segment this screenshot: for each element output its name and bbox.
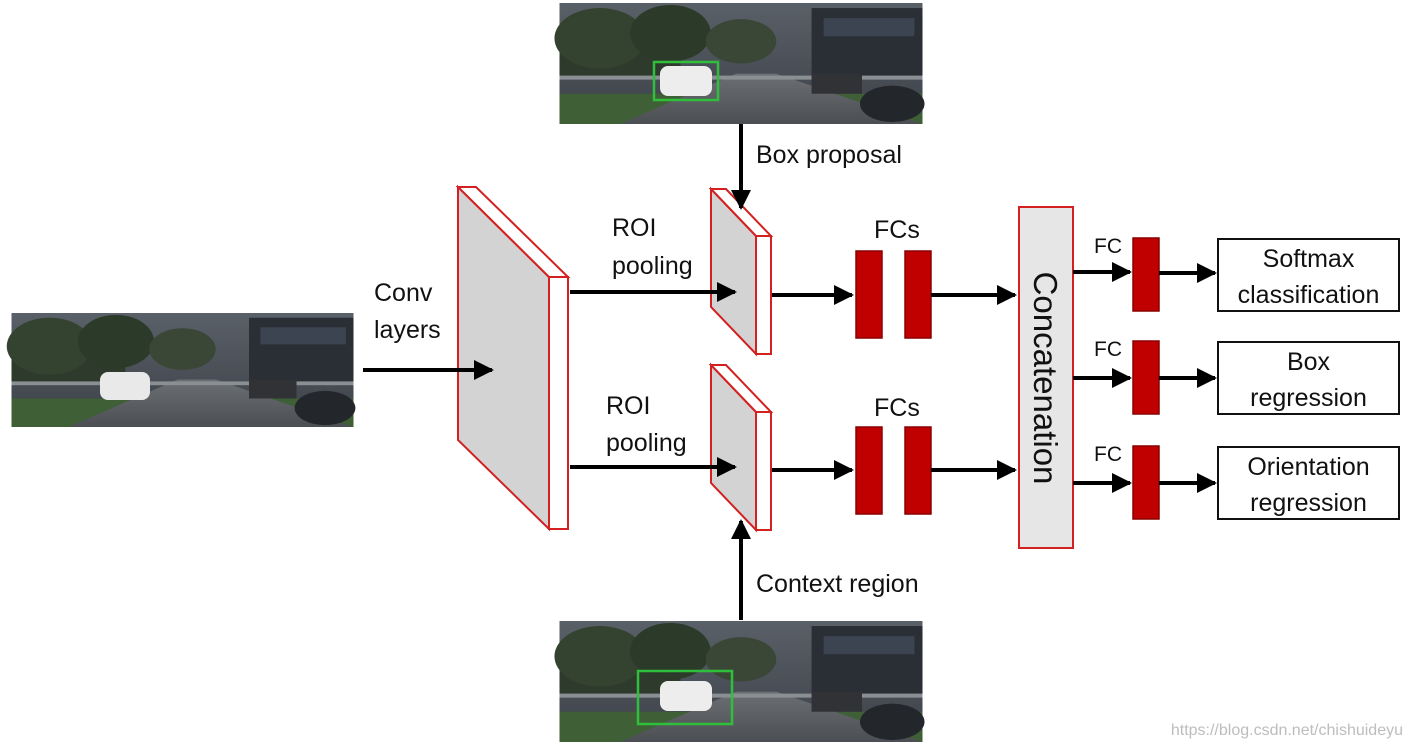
output-line2: classification	[1237, 281, 1380, 309]
roi-pooling-label-top-line2: pooling	[612, 252, 693, 280]
output-softmax-classification: Softmax classification	[1217, 238, 1400, 312]
box-proposal-image	[554, 3, 925, 124]
context-region-label: Context region	[756, 570, 919, 598]
fc-label-2: FC	[1094, 338, 1122, 361]
output-box-regression: Box regression	[1217, 341, 1400, 415]
watermark: https://blog.csdn.net/chishuideyu	[1170, 722, 1403, 739]
conv-layers-block	[455, 184, 571, 532]
car-shape	[660, 66, 712, 96]
car-shape	[660, 681, 712, 711]
fc-block	[904, 250, 932, 339]
conv-layers-label-line1: Conv	[374, 279, 433, 307]
box-proposal-label: Box proposal	[756, 141, 902, 169]
arrows	[363, 124, 1217, 620]
output-line1: Orientation	[1247, 453, 1370, 481]
fc-block	[1132, 237, 1160, 312]
fc-block	[855, 250, 883, 339]
context-box	[636, 669, 734, 726]
car-shape	[100, 372, 150, 400]
context-region-image	[554, 621, 925, 742]
roi-pooling-label-top-line1: ROI	[612, 214, 657, 242]
fcs-top	[855, 250, 932, 339]
output-orientation-regression: Orientation regression	[1217, 446, 1400, 520]
output-line1: Box	[1286, 348, 1331, 376]
fc-label-3: FC	[1094, 443, 1122, 466]
output-line2: regression	[1250, 384, 1367, 412]
roi-pooling-block-bottom	[708, 362, 774, 533]
fcs-bottom	[855, 426, 932, 515]
input-image	[6, 313, 356, 427]
fc-block	[1132, 445, 1160, 520]
fcs-label-bottom: FCs	[874, 394, 920, 422]
fc-label-1: FC	[1094, 235, 1122, 258]
output-line2: regression	[1250, 489, 1367, 517]
fc-block	[1132, 340, 1160, 415]
output-line1: Softmax	[1262, 245, 1355, 273]
fc-block	[904, 426, 932, 515]
fcs-label-top: FCs	[874, 216, 920, 244]
roi-pooling-block-top	[708, 186, 774, 357]
concatenation-label: Concatenation	[1027, 271, 1064, 485]
roi-pooling-label-bottom-line2: pooling	[606, 429, 687, 457]
conv-layers-label-line2: layers	[374, 316, 441, 344]
roi-pooling-label-bottom-line1: ROI	[606, 392, 651, 420]
proposal-box	[652, 60, 720, 102]
fc-block	[855, 426, 883, 515]
